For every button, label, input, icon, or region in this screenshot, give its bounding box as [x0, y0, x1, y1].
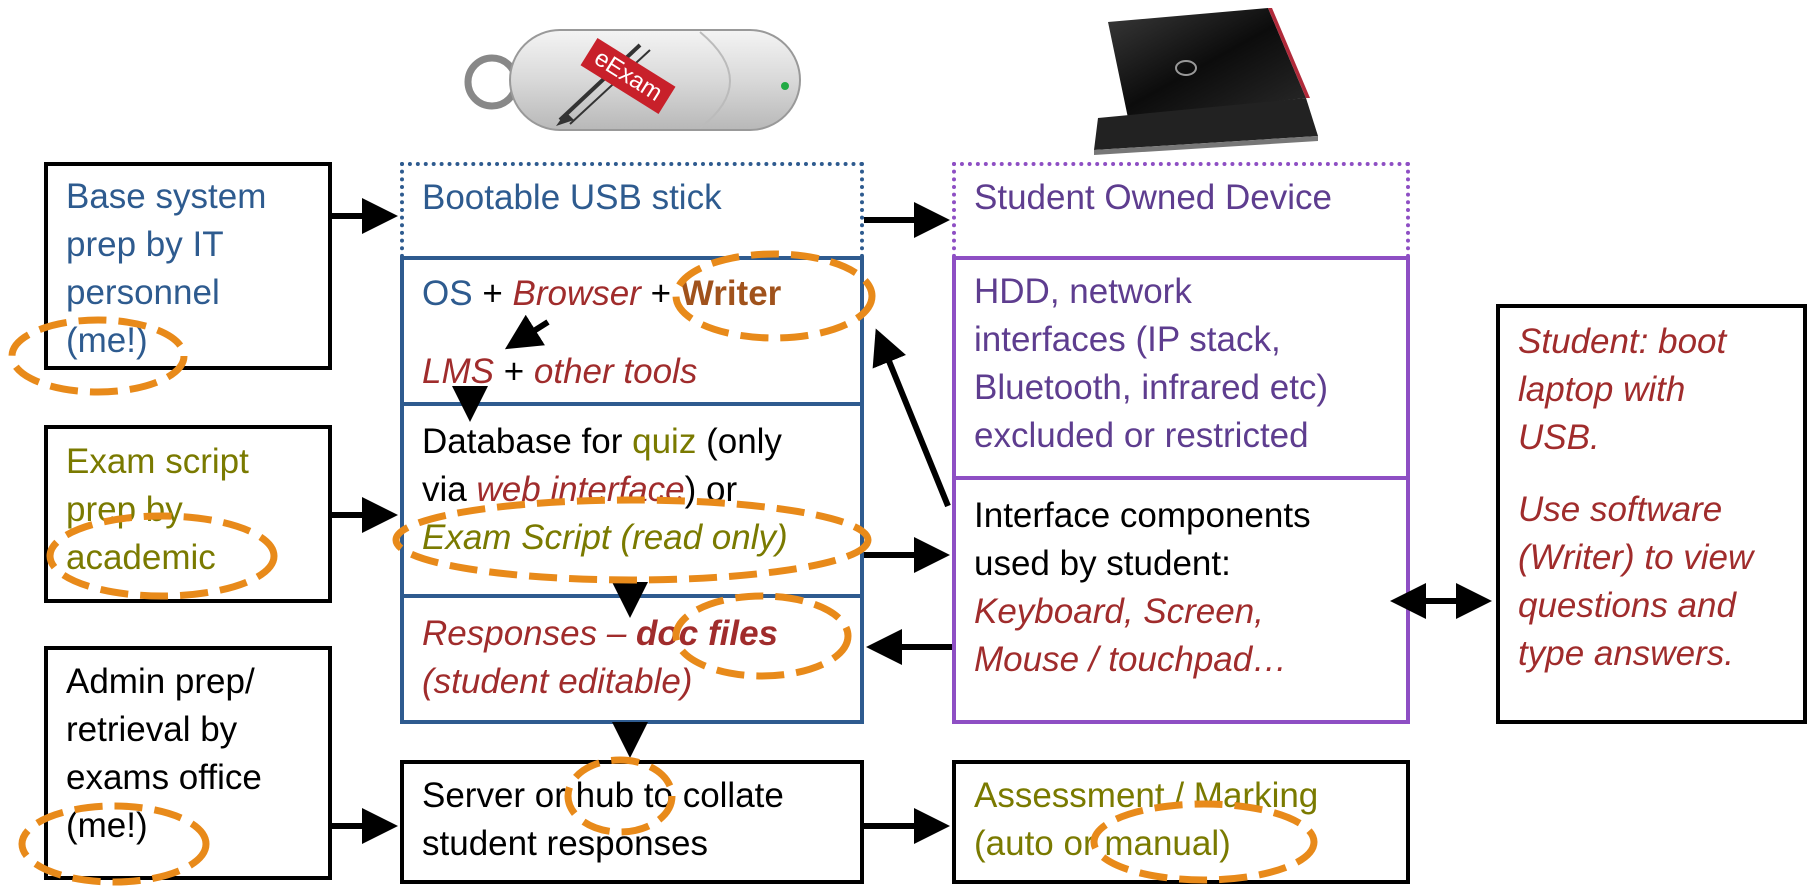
server-text: Server or hub to collate student respons… [422, 776, 784, 863]
usb-header: Bootable USB stick [422, 178, 722, 217]
database-text: Database for quiz (only via web interfac… [422, 422, 788, 557]
highlight-exam-script [392, 496, 872, 584]
highlight-academic [46, 512, 278, 600]
hdd-text: HDD, network interfaces (IP stack, Bluet… [974, 272, 1329, 455]
usb-divider-1 [400, 402, 864, 406]
admin-box [44, 646, 332, 880]
admin-text: Admin prep/ retrieval by exams office (m… [66, 662, 262, 845]
highlight-hub [564, 756, 676, 836]
device-header: Student Owned Device [974, 178, 1332, 217]
interface-text: Interface components used by student: Ke… [974, 496, 1311, 679]
usb-header-box [400, 162, 864, 258]
student-note-text: Student: boot laptop with USB. Use softw… [1518, 322, 1754, 673]
highlight-writer [672, 250, 876, 342]
device-stack-box [952, 256, 1410, 724]
arrow-interface-to-writer [872, 328, 951, 508]
highlight-me-base [8, 316, 188, 396]
lms-row: LMS + other tools [422, 352, 698, 391]
highlight-manual [1090, 800, 1318, 884]
highlight-doc-files [672, 592, 852, 680]
base-system-text: Base system prep by IT personnel (me!) [66, 177, 267, 360]
device-header-box [952, 162, 1410, 258]
os-row: OS + Browser + Writer [422, 274, 782, 313]
responses-text: Responses – doc files (student editable) [422, 614, 779, 701]
student-note-box [1496, 304, 1807, 724]
exam-script-text: Exam script prep by academic [66, 442, 249, 577]
exam-script-box [44, 425, 332, 603]
highlight-me-admin [18, 802, 210, 886]
base-system-box [44, 162, 332, 370]
device-divider [952, 476, 1410, 480]
arrow-writer-to-lms [504, 314, 550, 350]
